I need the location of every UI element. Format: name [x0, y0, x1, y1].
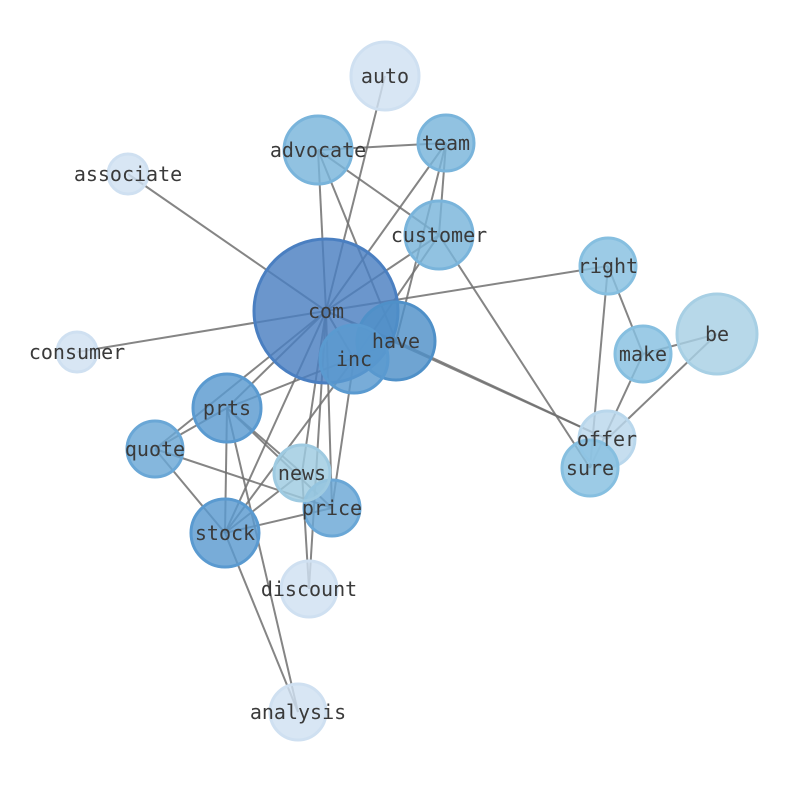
node-label-inc: inc [336, 347, 372, 371]
node-label-sure: sure [566, 456, 614, 480]
node-label-be: be [705, 322, 729, 346]
node-consumer [55, 330, 99, 374]
node-layer [55, 40, 759, 742]
node-label-price: price [302, 496, 362, 520]
node-quote [125, 419, 185, 479]
node-label-have: have [372, 329, 420, 353]
node-label-discount: discount [261, 577, 357, 601]
node-discount [279, 559, 339, 619]
node-label-quote: quote [125, 437, 185, 461]
node-label-news: news [278, 461, 326, 485]
node-label-com: com [308, 299, 344, 323]
node-advocate [282, 114, 354, 186]
edge-prts-analysis [226, 407, 299, 713]
node-auto [349, 40, 421, 112]
node-label-customer: customer [391, 223, 487, 247]
node-right [578, 236, 638, 296]
node-sure [560, 438, 620, 498]
node-label-consumer: consumer [29, 340, 125, 364]
edge-inc-stock [224, 358, 355, 534]
node-label-make: make [619, 342, 667, 366]
node-make [613, 324, 673, 384]
node-stock [189, 497, 261, 569]
node-inc [318, 323, 390, 395]
edge-customer-sure [438, 234, 591, 469]
node-label-offer: offer [577, 427, 637, 451]
node-prts [191, 372, 263, 444]
node-label-auto: auto [361, 64, 409, 88]
node-label-advocate: advocate [270, 138, 366, 162]
node-be [675, 292, 759, 376]
node-news [272, 443, 332, 503]
node-label-team: team [422, 131, 470, 155]
node-associate [106, 152, 150, 196]
node-label-prts: prts [203, 396, 251, 420]
node-customer [403, 199, 475, 271]
node-label-stock: stock [195, 521, 255, 545]
node-label-associate: associate [74, 162, 182, 186]
node-team [416, 113, 476, 173]
node-analysis [268, 682, 328, 742]
node-label-analysis: analysis [250, 700, 346, 724]
node-label-right: right [578, 254, 638, 278]
